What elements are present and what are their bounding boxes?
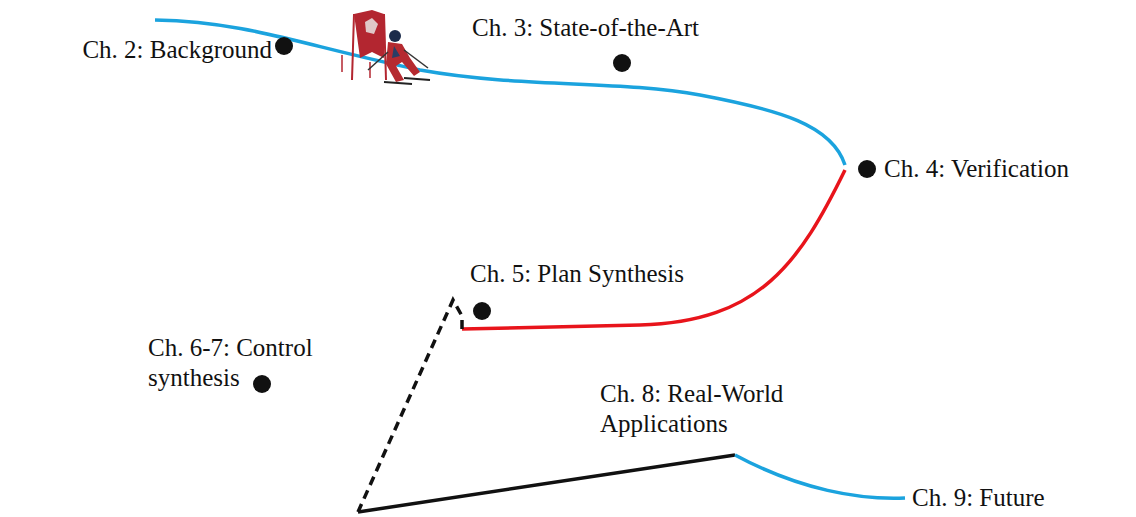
chapter-label: Ch. 3: State-of-the-Art: [472, 13, 699, 43]
route-red: [462, 170, 845, 329]
route-black: [358, 455, 735, 512]
chapter-dot: [253, 375, 271, 393]
chapter-label: Ch. 6-7: Control synthesis: [148, 333, 360, 393]
chapter-dot: [613, 54, 631, 72]
chapter-dot: [275, 37, 293, 55]
route-dashed: [358, 300, 462, 512]
chapter-dot: [858, 160, 876, 178]
chapter-label: Ch. 4: Verification: [884, 154, 1069, 184]
chapter-label: Ch. 8: Real-World Applications: [600, 379, 832, 439]
chapter-label: Ch. 5: Plan Synthesis: [470, 259, 684, 289]
chapter-label: Ch. 2: Background: [82, 35, 272, 65]
chapter-dot: [473, 302, 491, 320]
route-blue-end: [735, 455, 905, 498]
skier-figure: [342, 10, 430, 84]
chapter-label: Ch. 9: Future: [912, 483, 1045, 513]
